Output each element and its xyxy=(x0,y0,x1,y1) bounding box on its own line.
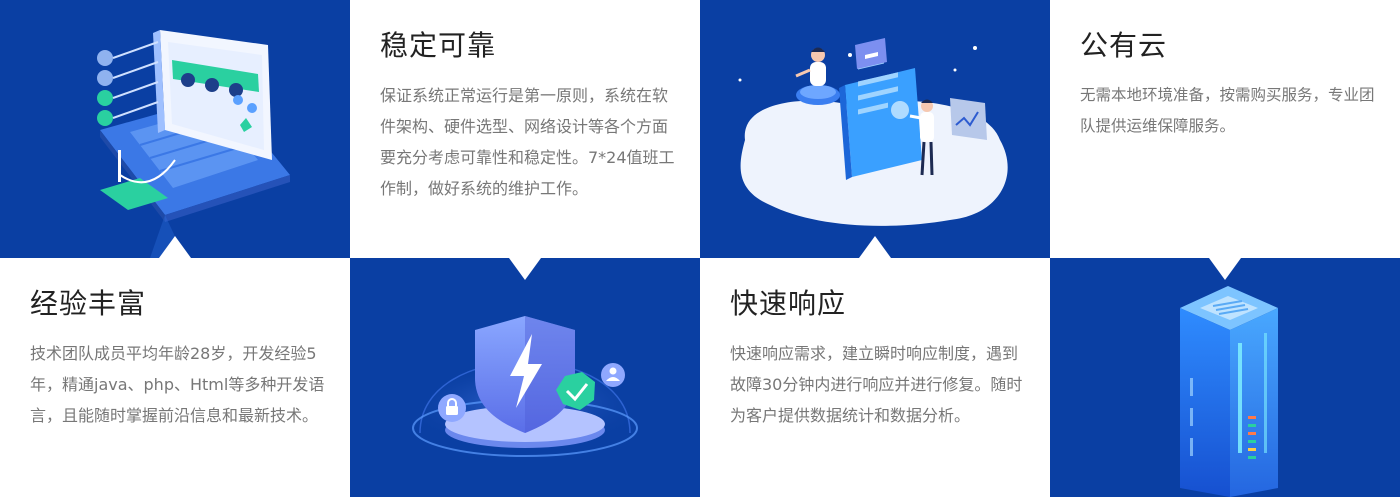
feature-experience-description: 技术团队成员平均年龄28岁，开发经验5年，精通java、php、Html等多种开… xyxy=(30,344,325,425)
feature-stable-title: 稳定可靠 xyxy=(380,29,497,62)
team-dashboard-illustration xyxy=(738,38,1008,226)
feature-stable-panel: 稳定可靠 保证系统正常运行是第一原则，系统在软件架构、硬件选型、网络设计等各个方… xyxy=(350,0,700,258)
feature-fast-title: 快速响应 xyxy=(730,287,847,320)
feature-experience-panel: 经验丰富 技术团队成员平均年龄28岁，开发经验5年，精通java、php、Htm… xyxy=(0,258,350,497)
pointer-arrow xyxy=(1209,258,1241,280)
server-illustration-panel xyxy=(1050,258,1400,497)
feature-fast-description: 快速响应需求，建立瞬时响应制度，遇到故障30分钟内进行响应并进行修复。随时为客户… xyxy=(730,344,1023,425)
pointer-arrow xyxy=(859,236,891,258)
pointer-arrow xyxy=(509,258,541,280)
server-rack-illustration xyxy=(1180,286,1278,497)
feature-cloud-panel: 公有云 无需本地环境准备，按需购买服务，专业团队提供运维保障服务。 xyxy=(1050,0,1400,258)
shield-security-illustration xyxy=(412,316,638,457)
shield-illustration-panel xyxy=(350,258,700,497)
laptop-illustration-panel xyxy=(0,0,350,258)
team-illustration-panel xyxy=(700,0,1050,258)
feature-stable-description: 保证系统正常运行是第一原则，系统在软件架构、硬件选型、网络设计等各个方面要充分考… xyxy=(380,86,675,198)
feature-experience-title: 经验丰富 xyxy=(30,287,147,320)
feature-cloud-description: 无需本地环境准备，按需购买服务，专业团队提供运维保障服务。 xyxy=(1080,86,1375,135)
laptop-illustration xyxy=(97,30,290,258)
feature-cloud-title: 公有云 xyxy=(1080,29,1168,62)
pointer-arrow xyxy=(159,236,191,258)
feature-fast-panel: 快速响应 快速响应需求，建立瞬时响应制度，遇到故障30分钟内进行响应并进行修复。… xyxy=(700,258,1050,497)
